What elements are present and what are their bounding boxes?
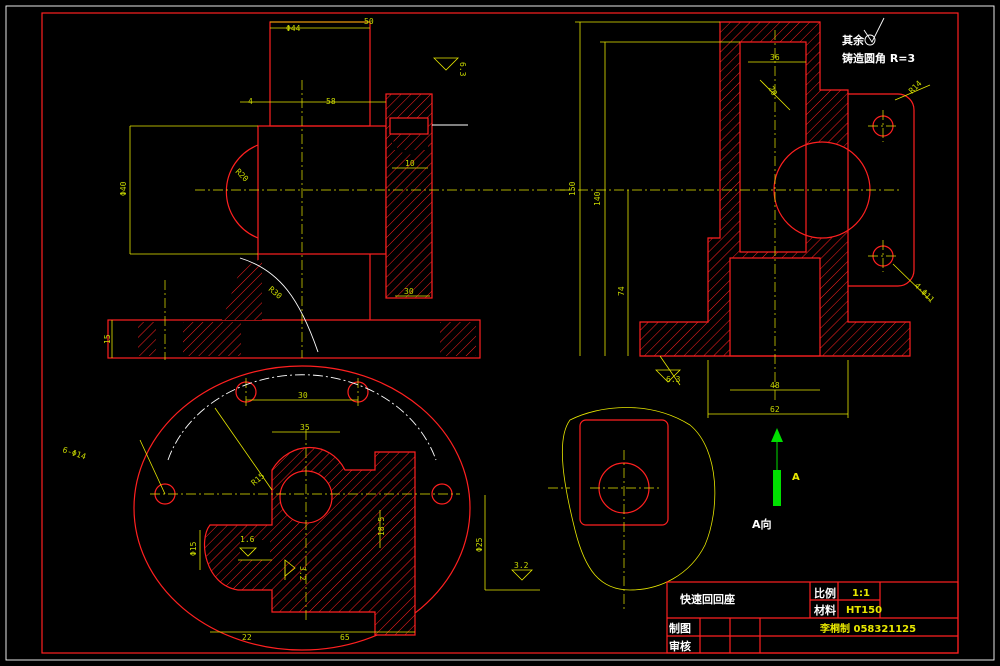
dim-phi15: Φ15 [189,541,198,556]
part-name: 快速回回座 [679,592,735,606]
roughness-note: 其余 [842,33,865,47]
view-a-label: A向 [752,517,772,531]
material-value: HT150 [846,605,882,616]
dim-140: 140 [593,191,602,206]
top-view: 30 6-Φ14 35 Φ15 1.6 3.2 18.5 Φ25 3.2 22 … [61,365,540,651]
title-block: 快速回回座 比例 1:1 材料 HT150 制图 审核 李桐制 05832112… [666,581,959,654]
checked-label: 审核 [669,639,691,653]
inner-frame [41,12,959,654]
dim-30: 30 [404,287,414,296]
dim-18-5: 18.5 [377,517,386,536]
dim-74: 74 [617,286,626,296]
dim-65: 65 [340,633,350,642]
dim-r14: R14 [907,79,924,96]
dim-3-2a: 3.2 [298,566,307,581]
scale-value: 1:1 [852,588,870,599]
view-a-letter: A [792,472,800,483]
dim-4-phi11: 4-Φ11 [913,281,937,305]
dim-22: 22 [242,633,252,642]
dim-10: 10 [405,159,415,168]
dim-6-3a: 6.3 [458,62,467,77]
dim-30b: 30 [298,391,308,400]
author: 李桐制 058321125 [819,622,916,635]
dim-phi25: Φ25 [475,537,484,552]
dim-3-2b: 3.2 [514,561,529,570]
dim-6-phi14: 6-Φ14 [61,445,87,461]
dim-1-6: 1.6 [240,535,255,544]
outer-frame [5,5,995,661]
fillet-note: 铸造圆角 R=3 [842,51,915,65]
dim-50: 50 [364,17,374,26]
dim-150: 150 [568,181,577,196]
base-section-left [138,322,156,356]
a-direction-view: A A向 [548,407,800,612]
drawn-label: 制图 [669,621,691,635]
dim-35: 35 [300,423,310,432]
dim-62: 62 [770,405,780,414]
dim-r15: R15 [250,471,267,487]
dim-20: 20 [766,85,779,98]
dim-phi40: Φ40 [119,181,128,196]
dim-15: 15 [103,334,112,344]
dim-r20: R20 [234,167,251,184]
dim-58: 58 [326,97,336,106]
notes: 其余 铸造圆角 R=3 [842,17,915,65]
dim-r30: R30 [267,285,284,301]
scale-label: 比例 [814,586,836,600]
dim-6-3b: 6.3 [666,375,681,384]
front-view: Φ44 50 6.3 4 58 Φ40 R20 10 30 R30 15 [103,17,570,360]
side-view: 150 140 74 6.3 36 20 48 62 R14 4-Φ11 [560,21,937,418]
dim-4: 4 [248,97,253,106]
dim-36: 36 [770,53,780,62]
dim-48: 48 [770,381,780,390]
material-label: 材料 [814,603,836,617]
dim-phi44: Φ44 [286,24,301,33]
